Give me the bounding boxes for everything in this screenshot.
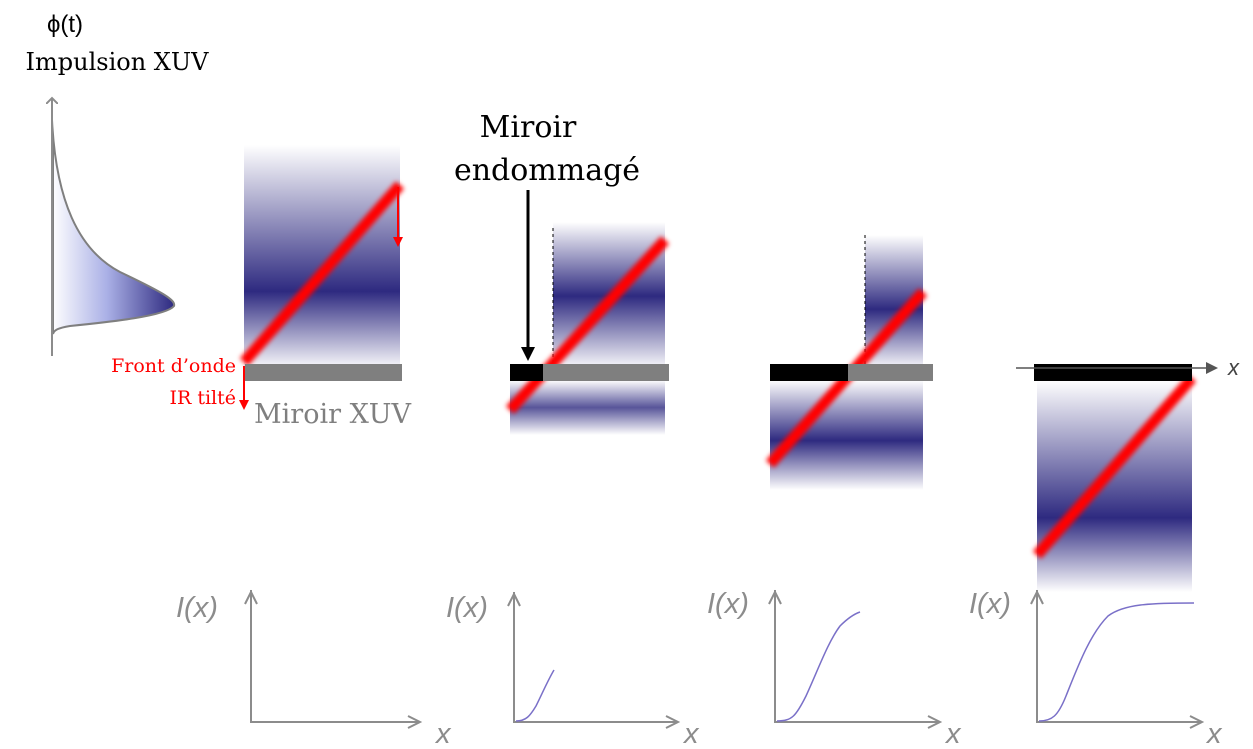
pulse-envelope-group: ϕ(t) Impulsion XUV [26,11,210,356]
ir-front-label-2: IR tilté [169,387,236,409]
plot-2-axes [513,592,676,723]
mirror-4-damaged [1034,364,1192,381]
plot-3-y-arrow [768,589,782,605]
mirror-3-damaged [770,364,848,381]
mirror-2-damaged [510,364,543,381]
intensity-plot-1: I(x) x [176,589,452,749]
plot-4-axes [1036,590,1200,723]
plot-2-y-arrow [507,591,521,607]
ir-front-1 [239,181,405,366]
plot-2-ylabel: I(x) [446,592,488,624]
x-axis-arrowhead [1206,362,1218,374]
ir-front-4 [1032,374,1197,559]
plot-4-x-arrow [1189,715,1205,729]
stage-1: Front d’onde IR tilté Miroir XUV [111,145,412,430]
plot-1-axes [250,590,418,723]
ir-front-label-1: Front d’onde [111,355,236,377]
plot-1-ylabel: I(x) [176,592,218,624]
pulse-symbol: ϕ(t) [47,11,83,38]
ir-front-2 [505,236,670,414]
plot-1-y-arrow [244,589,258,605]
plot-4-curve [1038,602,1195,722]
stage-3 [765,235,933,490]
plot-2-xlabel: x [682,718,700,749]
damaged-label-1: Miroir [480,110,577,145]
pulse-envelope [51,119,176,335]
pulse-title: Impulsion XUV [26,48,210,76]
plot-4-xlabel: x [1205,718,1223,749]
x-axis-label: x [1227,355,1240,380]
damaged-label-2: endommagé [454,153,640,188]
plot-3-axes [774,590,938,723]
stage-4: x [1016,355,1240,592]
stage-2: Miroir endommagé [454,110,670,435]
mirror-label: Miroir XUV [254,399,412,430]
intensity-plot-3: I(x) x [707,588,962,749]
plot-3-ylabel: I(x) [707,588,749,620]
mirror-2-intact [543,364,669,381]
mirror-3-intact [848,364,933,381]
plot-4-ylabel: I(x) [969,588,1011,620]
plot-4-y-arrow [1030,589,1044,605]
plot-3-curve [776,611,861,722]
plot-2-curve [515,669,555,722]
mirror-1 [245,364,402,381]
plot-3-xlabel: x [944,718,962,749]
plot-2-x-arrow [665,715,681,729]
plot-1-x-arrow [407,715,423,729]
plot-1-xlabel: x [434,718,452,749]
intensity-plot-2: I(x) x [446,591,700,749]
intensity-plot-4: I(x) x [969,588,1223,749]
plot-3-x-arrow [927,715,943,729]
